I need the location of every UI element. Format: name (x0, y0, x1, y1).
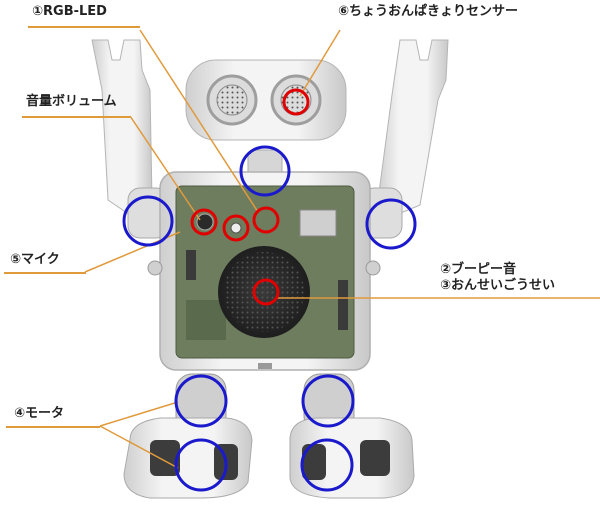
label-mic: ⑤マイク (10, 252, 60, 267)
underline-motor (6, 426, 100, 428)
ring-volume (190, 208, 218, 236)
ring-motor-left-shoulder (122, 195, 174, 247)
leader-led (139, 29, 259, 213)
label-motor: ④モータ (14, 406, 65, 421)
ring-speaker (252, 278, 280, 306)
ring-motor-right-shoulder (365, 198, 417, 250)
ring-motor-right-ankle (300, 438, 354, 492)
left-arm (91, 39, 153, 216)
left-leg (123, 373, 253, 499)
ring-motor-right-hip (301, 374, 355, 428)
underline-rgb-led (28, 26, 140, 28)
ring-motor-left-ankle (174, 438, 228, 492)
leader-volume (129, 115, 201, 221)
leader-motor-2 (99, 425, 179, 469)
motor-rings (122, 145, 417, 492)
leader-lines (84, 29, 600, 469)
ring-motor-head (239, 145, 291, 197)
sensor-rings (190, 88, 310, 306)
label-rgb-led: ①RGB-LED (32, 4, 107, 19)
body (147, 171, 381, 371)
leader-motor-1 (99, 401, 179, 427)
label-volume-knob: 音量ボリューム (26, 94, 117, 109)
ring-motor-left-hip (174, 374, 228, 428)
ring-ultrasonic (282, 88, 310, 116)
underline-mic (4, 272, 86, 274)
leader-ultrasonic (299, 29, 341, 97)
underline-volume (22, 116, 130, 118)
label-buzzer: ②ブーピー音 (440, 262, 517, 277)
label-ultrasonic-sensor: ⑥ちょうおんぱきょりセンサー (338, 4, 519, 19)
ring-led (252, 206, 280, 234)
ring-mic (222, 214, 250, 242)
label-voice-synthesis: ③おんせいごうせい (440, 278, 556, 293)
head (185, 59, 347, 181)
